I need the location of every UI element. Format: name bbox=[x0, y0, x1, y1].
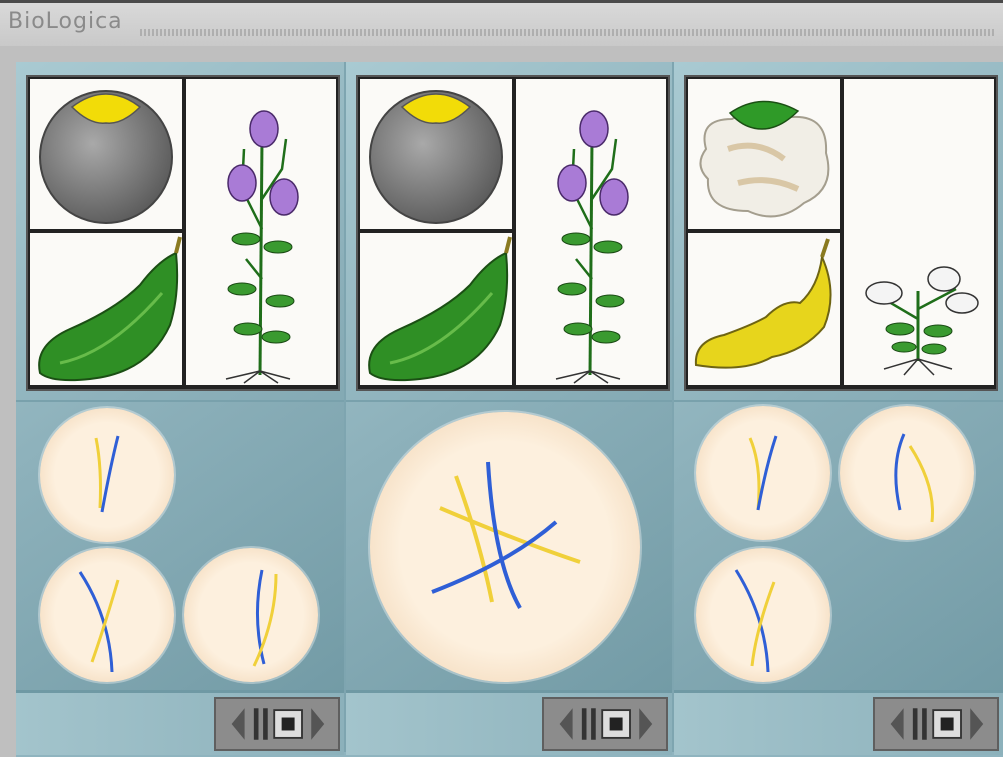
window-title: BioLogica bbox=[8, 9, 123, 34]
step-forward-icon bbox=[311, 708, 324, 739]
chromosomes-icon bbox=[370, 412, 640, 682]
chromosome-pair-icon bbox=[840, 406, 974, 540]
organism-column-3 bbox=[674, 62, 1003, 752]
cell-circle-2[interactable] bbox=[40, 548, 174, 682]
step-back-icon bbox=[232, 708, 245, 739]
pod-trait bbox=[360, 233, 512, 385]
playback-controls-icon bbox=[875, 699, 997, 749]
step-back-icon bbox=[891, 708, 904, 739]
cell-circle-1[interactable] bbox=[40, 408, 174, 542]
control-bar bbox=[16, 690, 344, 755]
phenotype-area bbox=[16, 62, 344, 402]
playback-controls[interactable] bbox=[542, 697, 668, 751]
tall-flowering-plant-icon bbox=[186, 79, 336, 385]
phenotype-area bbox=[674, 62, 1003, 402]
chromosome-pair-icon bbox=[184, 548, 318, 682]
cell-circle-1[interactable] bbox=[696, 406, 830, 540]
pause-icon bbox=[254, 708, 259, 739]
chromosome-pair-icon bbox=[696, 548, 830, 682]
cell-area bbox=[16, 402, 344, 690]
chromosome-pair-icon bbox=[40, 548, 174, 682]
green-pod-icon bbox=[30, 233, 182, 385]
control-bar bbox=[346, 690, 672, 755]
plant-trait bbox=[186, 79, 336, 385]
cell-circle-2[interactable] bbox=[840, 406, 974, 540]
plant-trait bbox=[516, 79, 666, 385]
phenotype-card[interactable] bbox=[356, 75, 670, 391]
green-pod-icon bbox=[360, 233, 512, 385]
plant-trait bbox=[844, 79, 994, 385]
playback-controls-icon bbox=[216, 699, 338, 749]
control-bar bbox=[674, 690, 1003, 755]
step-back-icon bbox=[560, 708, 573, 739]
playback-controls-icon bbox=[544, 699, 666, 749]
step-forward-icon bbox=[970, 708, 983, 739]
tall-flowering-plant-icon bbox=[516, 79, 666, 385]
pod-trait bbox=[688, 233, 840, 385]
organism-column-2 bbox=[346, 62, 674, 752]
cell-area bbox=[674, 402, 1003, 690]
phenotype-card[interactable] bbox=[684, 75, 998, 391]
phenotype-card[interactable] bbox=[26, 75, 340, 391]
step-forward-icon bbox=[639, 708, 652, 739]
playback-controls[interactable] bbox=[873, 697, 999, 751]
title-grip[interactable] bbox=[140, 29, 995, 36]
main-panel bbox=[16, 62, 1003, 757]
pod-trait bbox=[30, 233, 182, 385]
phenotype-area bbox=[346, 62, 672, 402]
organism-column-1 bbox=[16, 62, 346, 752]
title-bar: BioLogica bbox=[0, 0, 1003, 46]
short-white-flower-plant-icon bbox=[844, 79, 994, 385]
yellow-pod-icon bbox=[688, 233, 840, 385]
cell-circle-large[interactable] bbox=[370, 412, 640, 682]
pause-icon bbox=[913, 708, 918, 739]
round-yellow-seed-icon bbox=[30, 79, 182, 229]
seed-trait bbox=[688, 79, 840, 229]
wrinkled-green-seed-icon bbox=[688, 79, 840, 229]
seed-trait bbox=[30, 79, 182, 229]
round-yellow-seed-icon bbox=[360, 79, 512, 229]
chromosome-pair-icon bbox=[696, 406, 830, 540]
pause-icon bbox=[582, 708, 587, 739]
chromosome-pair-icon bbox=[40, 408, 174, 542]
cell-circle-3[interactable] bbox=[184, 548, 318, 682]
window-frame bbox=[0, 46, 1003, 757]
cell-circle-3[interactable] bbox=[696, 548, 830, 682]
seed-trait bbox=[360, 79, 512, 229]
playback-controls[interactable] bbox=[214, 697, 340, 751]
cell-area bbox=[346, 402, 672, 690]
